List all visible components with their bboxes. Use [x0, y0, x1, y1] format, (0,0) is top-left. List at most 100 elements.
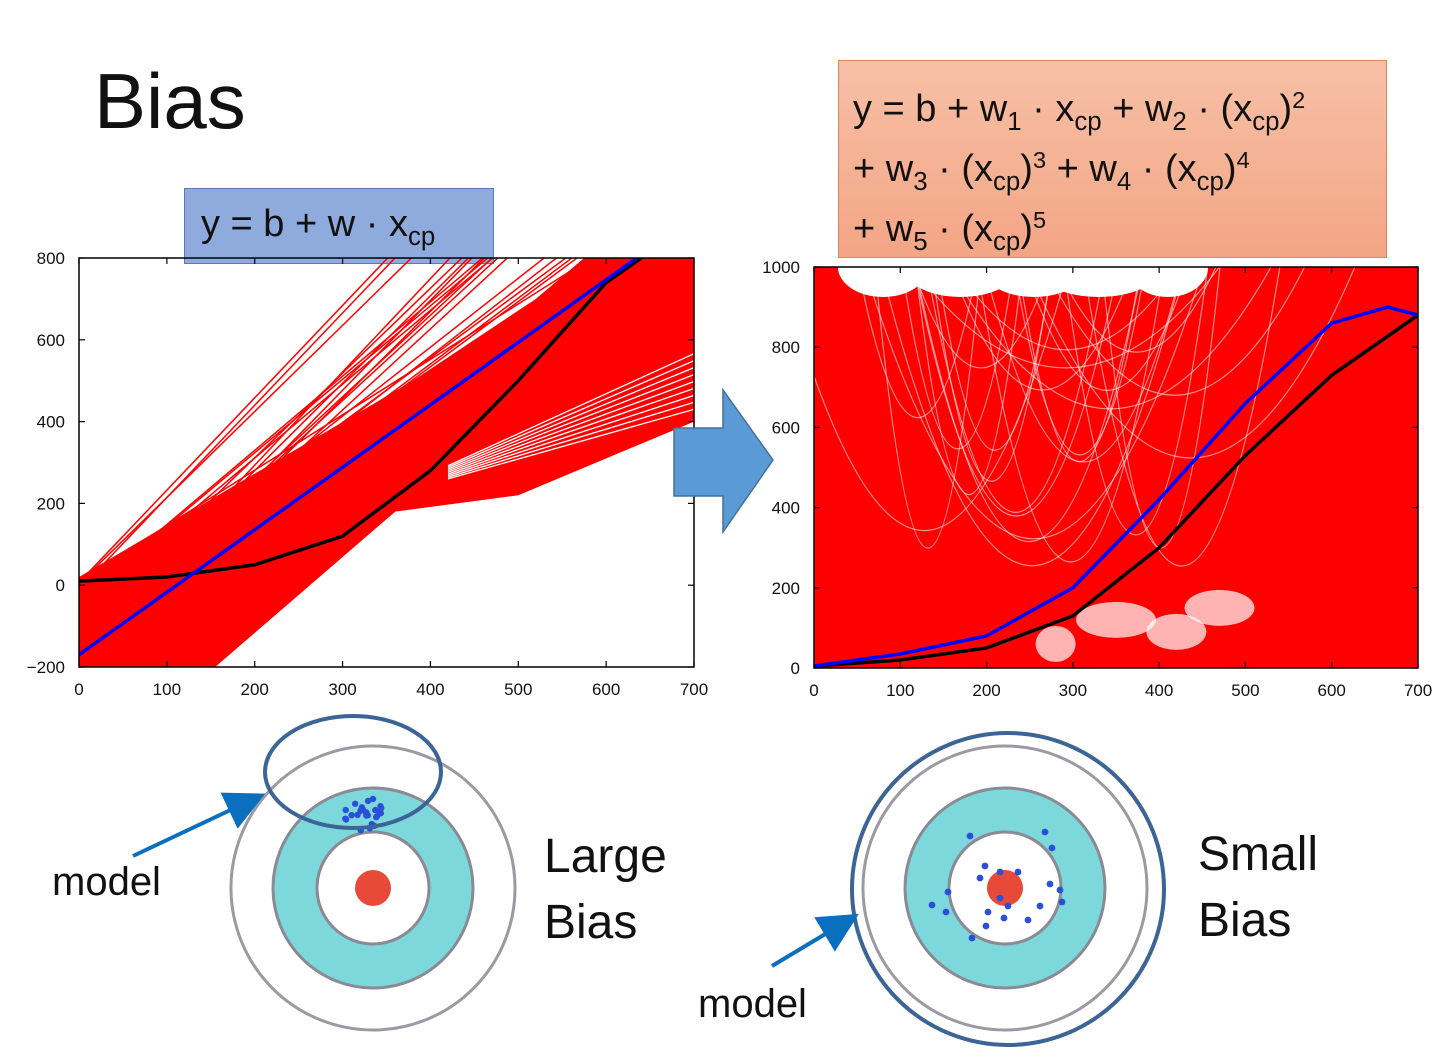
- small-bias-line-1: Small: [1198, 828, 1319, 881]
- formula-linear-model: y = b + w · xcp: [184, 188, 494, 264]
- f1c: + w: [1101, 88, 1173, 130]
- model-estimate-dot: [1041, 828, 1049, 836]
- f1d: · (x: [1186, 88, 1253, 130]
- x-tick-label: 400: [416, 680, 444, 699]
- fitted-model-line: [79, 271, 694, 626]
- model-estimate-dot: [1000, 914, 1008, 922]
- f2s2: cp: [993, 168, 1021, 197]
- model-estimate-dot: [982, 922, 990, 930]
- f2s3: 4: [1116, 168, 1132, 197]
- model-estimate-dot: [976, 874, 984, 882]
- model-estimate-dot: [1056, 886, 1064, 894]
- fan-gap-line: [447, 380, 694, 473]
- x-tick-label: 200: [241, 680, 269, 699]
- fitted-model-line: [79, 258, 579, 629]
- y-tick-label: 800: [772, 338, 800, 357]
- f2s4: cp: [1196, 168, 1224, 197]
- f1p1: 2: [1292, 87, 1306, 114]
- formula-rhs: = b + w · x: [220, 203, 408, 245]
- model-estimate-dot: [351, 800, 359, 807]
- f3b: · (x: [927, 208, 994, 250]
- fitted-model-curve: [901, 267, 1015, 450]
- fan-gap-line: [447, 360, 694, 469]
- f1s1: 1: [1007, 108, 1022, 137]
- f1e: ): [1279, 88, 1293, 130]
- fitted-models-fan: [79, 258, 694, 667]
- x-tick-label: 100: [153, 680, 181, 699]
- slide-title: Bias: [94, 57, 246, 145]
- fitted-model-line: [79, 258, 593, 582]
- fitted-model-line: [79, 331, 694, 628]
- fitted-model-line: [79, 258, 509, 654]
- fan-gap: [1146, 613, 1207, 650]
- model-estimate-dot: [357, 807, 364, 815]
- f1s2: cp: [1074, 108, 1102, 137]
- fitted-model-line: [79, 258, 489, 601]
- model-label-left: model: [52, 860, 161, 904]
- fitted-model-curve: [1043, 267, 1306, 396]
- f1s4: cp: [1252, 108, 1280, 137]
- fitted-model-line: [79, 258, 396, 591]
- x-tick-label: 600: [592, 680, 620, 699]
- fitted-model-curve: [948, 267, 1272, 410]
- average-model-line: [79, 258, 638, 657]
- f2p1: 3: [1032, 147, 1047, 174]
- fitted-model-curve: [863, 267, 1205, 540]
- model-pointer-arrow: [132, 792, 266, 858]
- large-bias-label: Large Bias: [544, 824, 667, 956]
- model-estimate-dot: [364, 797, 372, 805]
- fan-gap-line: [447, 373, 694, 472]
- f1b: · x: [1021, 88, 1075, 130]
- fitted-model-line: [79, 258, 603, 628]
- fitted-model-line: [79, 258, 494, 607]
- average-model-line: [814, 305, 1418, 668]
- x-tick-label: 700: [680, 680, 708, 699]
- model-pointer-arrow: [770, 913, 859, 968]
- x-tick-label: 300: [328, 680, 356, 699]
- target-bullseye: [355, 870, 391, 906]
- fitted-model-curve: [1013, 267, 1146, 456]
- formula-line-3: + w5 · (xcp)5: [853, 199, 1386, 259]
- model-estimate-dot: [1046, 880, 1054, 888]
- f2e: · (x: [1131, 148, 1197, 190]
- fitted-model-line: [79, 258, 494, 642]
- model-estimate-dot: [981, 862, 989, 870]
- f2s1: 3: [913, 168, 928, 197]
- fitted-model-curve: [913, 267, 1119, 517]
- formula-line-2: + w3 · (xcp)3 + w4 · (xcp)4: [853, 139, 1386, 199]
- y-tick-label: 400: [772, 499, 800, 518]
- formula-line-1: y = b + w1 · xcp + w2 · (xcp)2: [853, 79, 1386, 139]
- fitted-model-curve: [911, 267, 1221, 369]
- y-tick-label: 600: [37, 331, 65, 350]
- y-tick-label: 1000: [762, 258, 800, 277]
- formula-lhs: y: [201, 203, 220, 245]
- fitted-model-line: [79, 258, 648, 619]
- fitted-model-line: [79, 306, 694, 656]
- fitted-model-line: [79, 258, 669, 664]
- fan-gap-line: [447, 408, 694, 480]
- fitted-model-line: [79, 318, 694, 609]
- model-estimate-dot: [1024, 916, 1032, 924]
- x-tick-label: 700: [1404, 681, 1432, 700]
- true-function-curve: [814, 313, 1418, 668]
- model-estimate-dot: [1058, 898, 1066, 906]
- x-tick-label: 600: [1318, 681, 1346, 700]
- fitted-models-curves: [814, 267, 1356, 567]
- x-tick-label: 100: [886, 681, 914, 700]
- fitted-model-curve: [857, 267, 979, 418]
- fan-gap-line: [447, 401, 694, 478]
- fitted-model-curve: [983, 267, 1183, 463]
- fitted-models-region: [79, 258, 694, 667]
- model-estimate-dot: [342, 815, 349, 822]
- true-function-curve: [79, 258, 643, 583]
- fan-gap-line: [447, 353, 694, 467]
- f2a: + w: [853, 148, 914, 190]
- formula-poly-model: y = b + w1 · xcp + w2 · (xcp)2 + w3 · (x…: [838, 60, 1387, 258]
- model-estimate-dot: [1036, 902, 1044, 910]
- fitted-model-line: [79, 258, 463, 629]
- fitted-model-curve: [1056, 267, 1217, 353]
- plot-frame: [813, 266, 1419, 669]
- fitted-model-curve: [931, 267, 1052, 482]
